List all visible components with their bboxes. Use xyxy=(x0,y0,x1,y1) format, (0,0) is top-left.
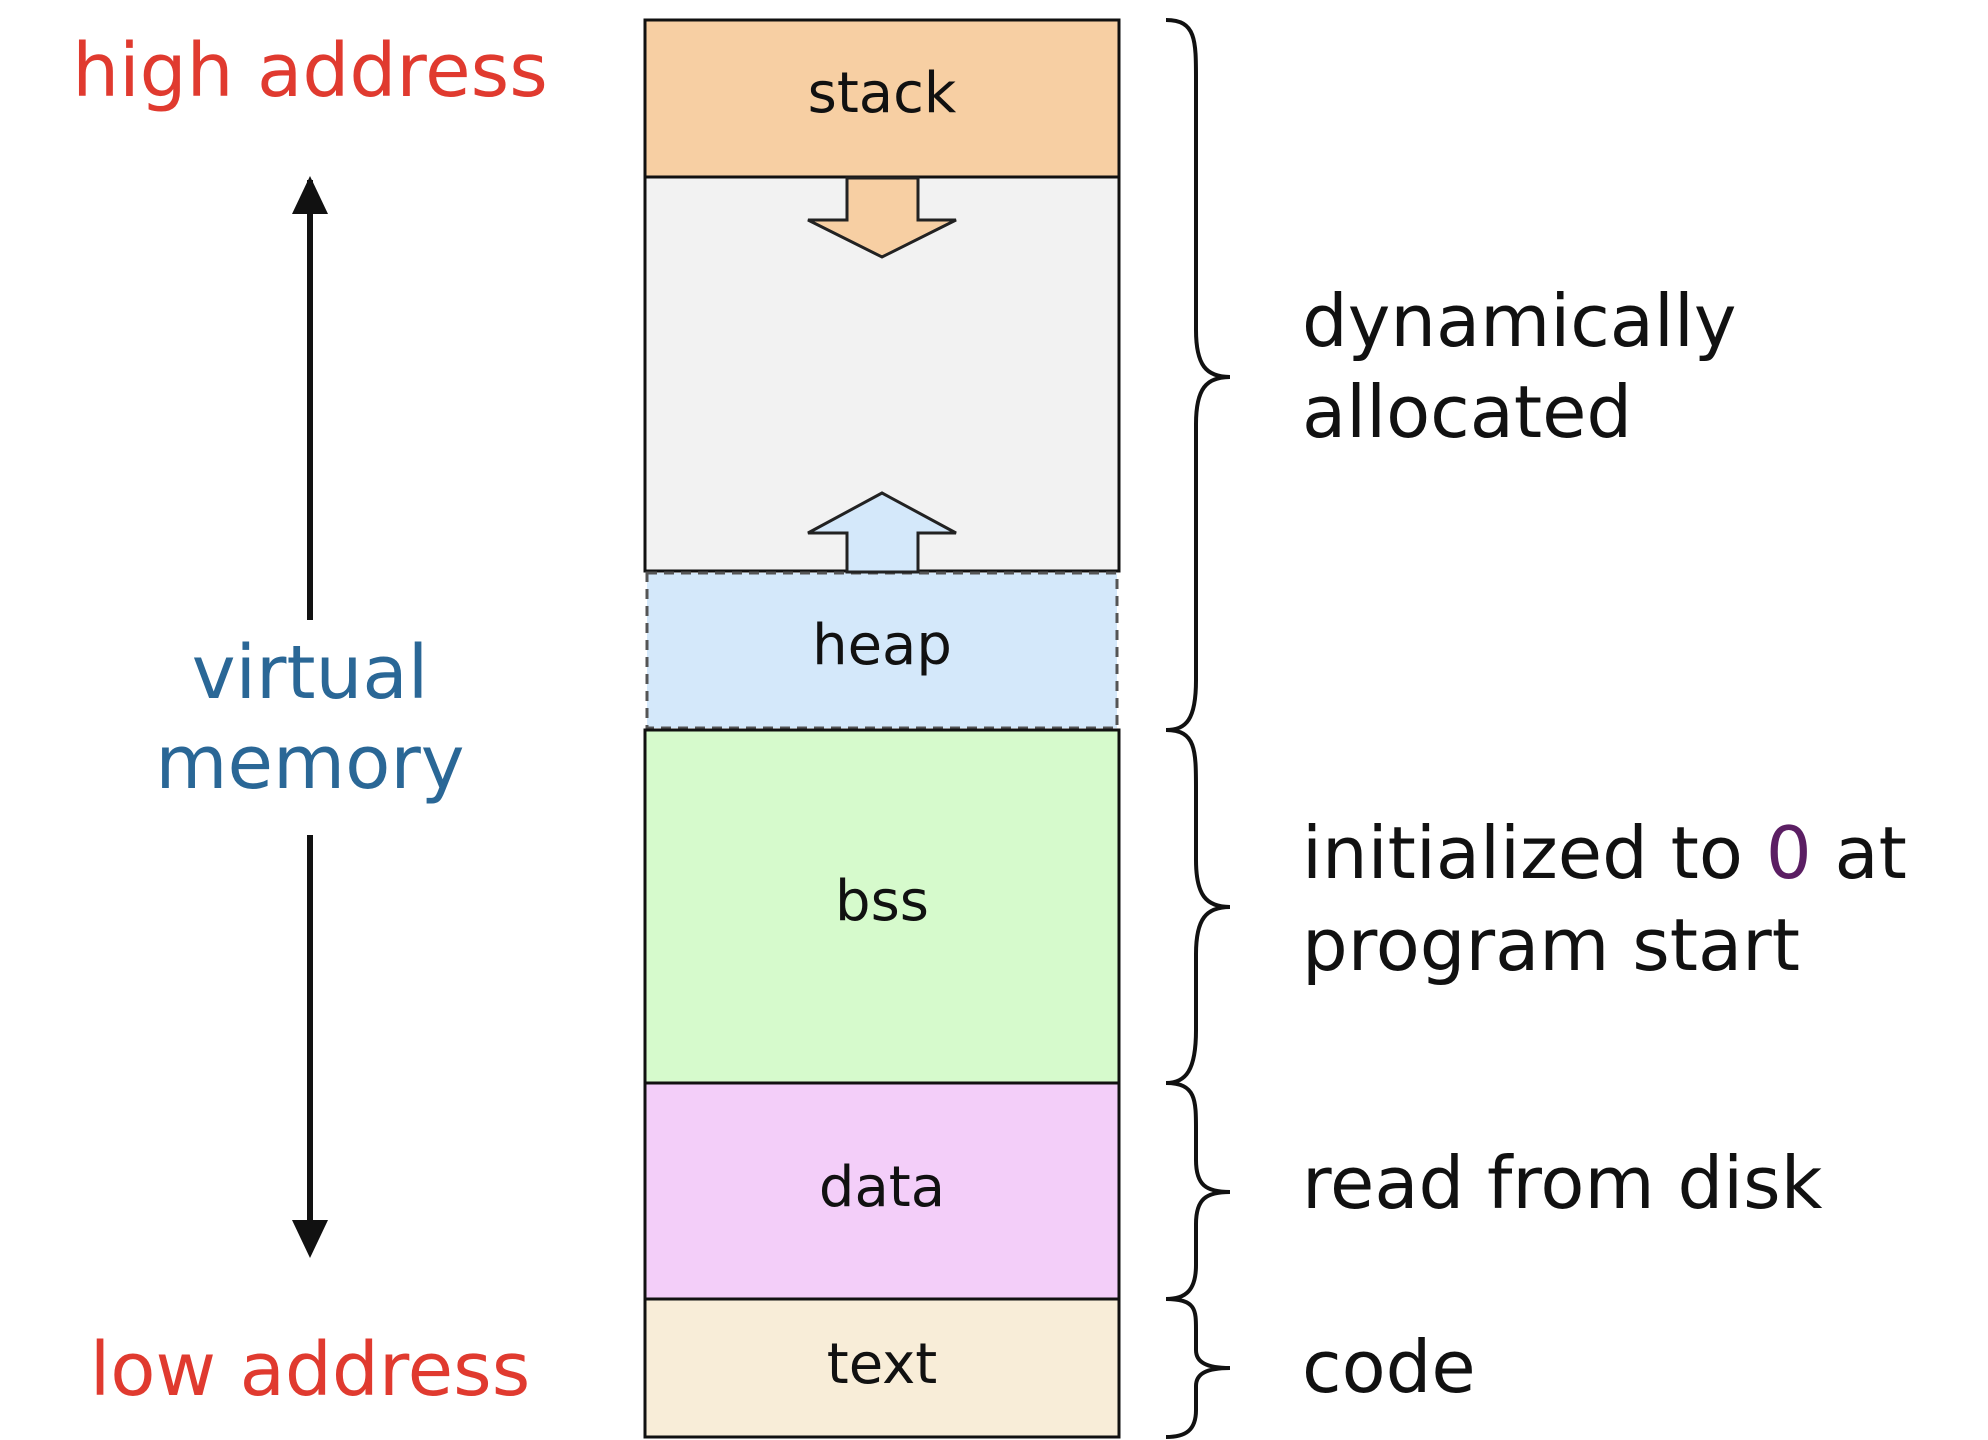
annotation-bss-line2: program start xyxy=(1302,903,1800,987)
brace-dynamic xyxy=(1165,18,1231,732)
low-address-label: low address xyxy=(90,1327,531,1413)
segment-stack xyxy=(643,18,1121,179)
high-address-label: high address xyxy=(72,28,548,114)
brace-data xyxy=(1165,1081,1231,1301)
annotation-bss-prefix: initialized to xyxy=(1302,811,1766,895)
segment-bss xyxy=(643,728,1121,1085)
segment-label-heap: heap xyxy=(812,613,952,678)
segment-heap xyxy=(645,571,1119,730)
arrow-down-icon xyxy=(807,176,957,259)
segment-label-stack: stack xyxy=(808,61,957,126)
segment-label-data: data xyxy=(819,1155,945,1220)
axis-arrowhead-up xyxy=(292,176,328,214)
annotation-text: code xyxy=(1302,1325,1476,1409)
memory-label: memory xyxy=(155,720,464,806)
segment-label-bss: bss xyxy=(835,869,929,934)
axis-arrowhead-down xyxy=(292,1220,328,1258)
annotation-bss-zero: 0 xyxy=(1766,811,1812,895)
annotation-bss-suffix: at xyxy=(1812,811,1907,895)
arrow-up-icon xyxy=(807,491,957,574)
annotation-bss-line1: initialized to 0 at xyxy=(1302,811,1907,895)
double-headed-arrow-icon xyxy=(292,176,328,1258)
annotation-data: read from disk xyxy=(1302,1141,1823,1225)
virtual-label: virtual xyxy=(192,630,429,716)
brace-bss xyxy=(1165,728,1231,1085)
brace-text xyxy=(1165,1297,1231,1439)
annotation-dynamic-line2: allocated xyxy=(1302,370,1632,454)
annotation-dynamic-line1: dynamically xyxy=(1302,279,1737,363)
segment-label-text: text xyxy=(827,1332,938,1397)
segment-text xyxy=(643,1297,1121,1439)
